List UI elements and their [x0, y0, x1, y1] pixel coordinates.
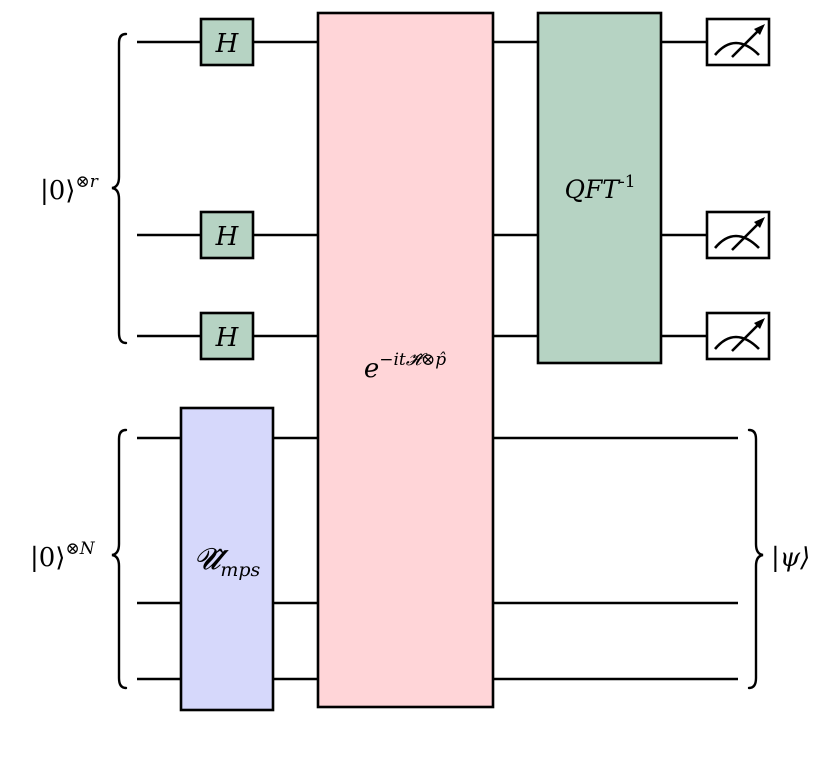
evolution-base: e [364, 354, 379, 384]
system-power: ⊗N [65, 539, 95, 559]
hadamard-gate-3: H [199, 311, 255, 361]
system-input-label: |0⟩⊗N [30, 539, 96, 573]
svg-text:e−it𝓗̂⊗p̂: e−it𝓗̂⊗p̂ [364, 350, 446, 384]
hadamard-label: H [215, 222, 240, 252]
qft-exponent: -1 [619, 172, 636, 192]
qft-base: QFT [564, 175, 621, 204]
hadamard-label: H [215, 29, 240, 59]
hadamard-label: H [215, 323, 240, 353]
evolution-exponent: −it𝓗̂⊗p̂ [379, 350, 446, 370]
register-brace [111, 32, 128, 345]
svg-text:QFT-1: QFT-1 [564, 172, 635, 204]
meter-icon [705, 311, 771, 361]
qft-gate: QFT-1 [536, 11, 663, 365]
measurements [705, 17, 771, 361]
output-state-label: |ψ⟩ [771, 543, 810, 573]
register-input-label: |0⟩⊗r [40, 172, 99, 206]
system-brace [111, 428, 128, 690]
hadamard-gate-2: H [199, 210, 255, 260]
svg-text:𝓤̂mps: 𝓤̂mps [194, 542, 261, 581]
system-ket: |0⟩ [30, 543, 65, 573]
meter-icon [705, 17, 771, 67]
register-power: ⊗r [75, 172, 98, 192]
output-brace [747, 428, 764, 690]
mps-subscript: mps [220, 559, 260, 581]
register-ket: |0⟩ [40, 176, 75, 206]
mps-gate: 𝓤̂mps [179, 406, 275, 712]
hadamard-gate-1: H [199, 17, 255, 67]
evolution-gate: e−it𝓗̂⊗p̂ [316, 11, 495, 709]
meter-icon [705, 210, 771, 260]
output-state: |ψ⟩ [771, 543, 810, 573]
